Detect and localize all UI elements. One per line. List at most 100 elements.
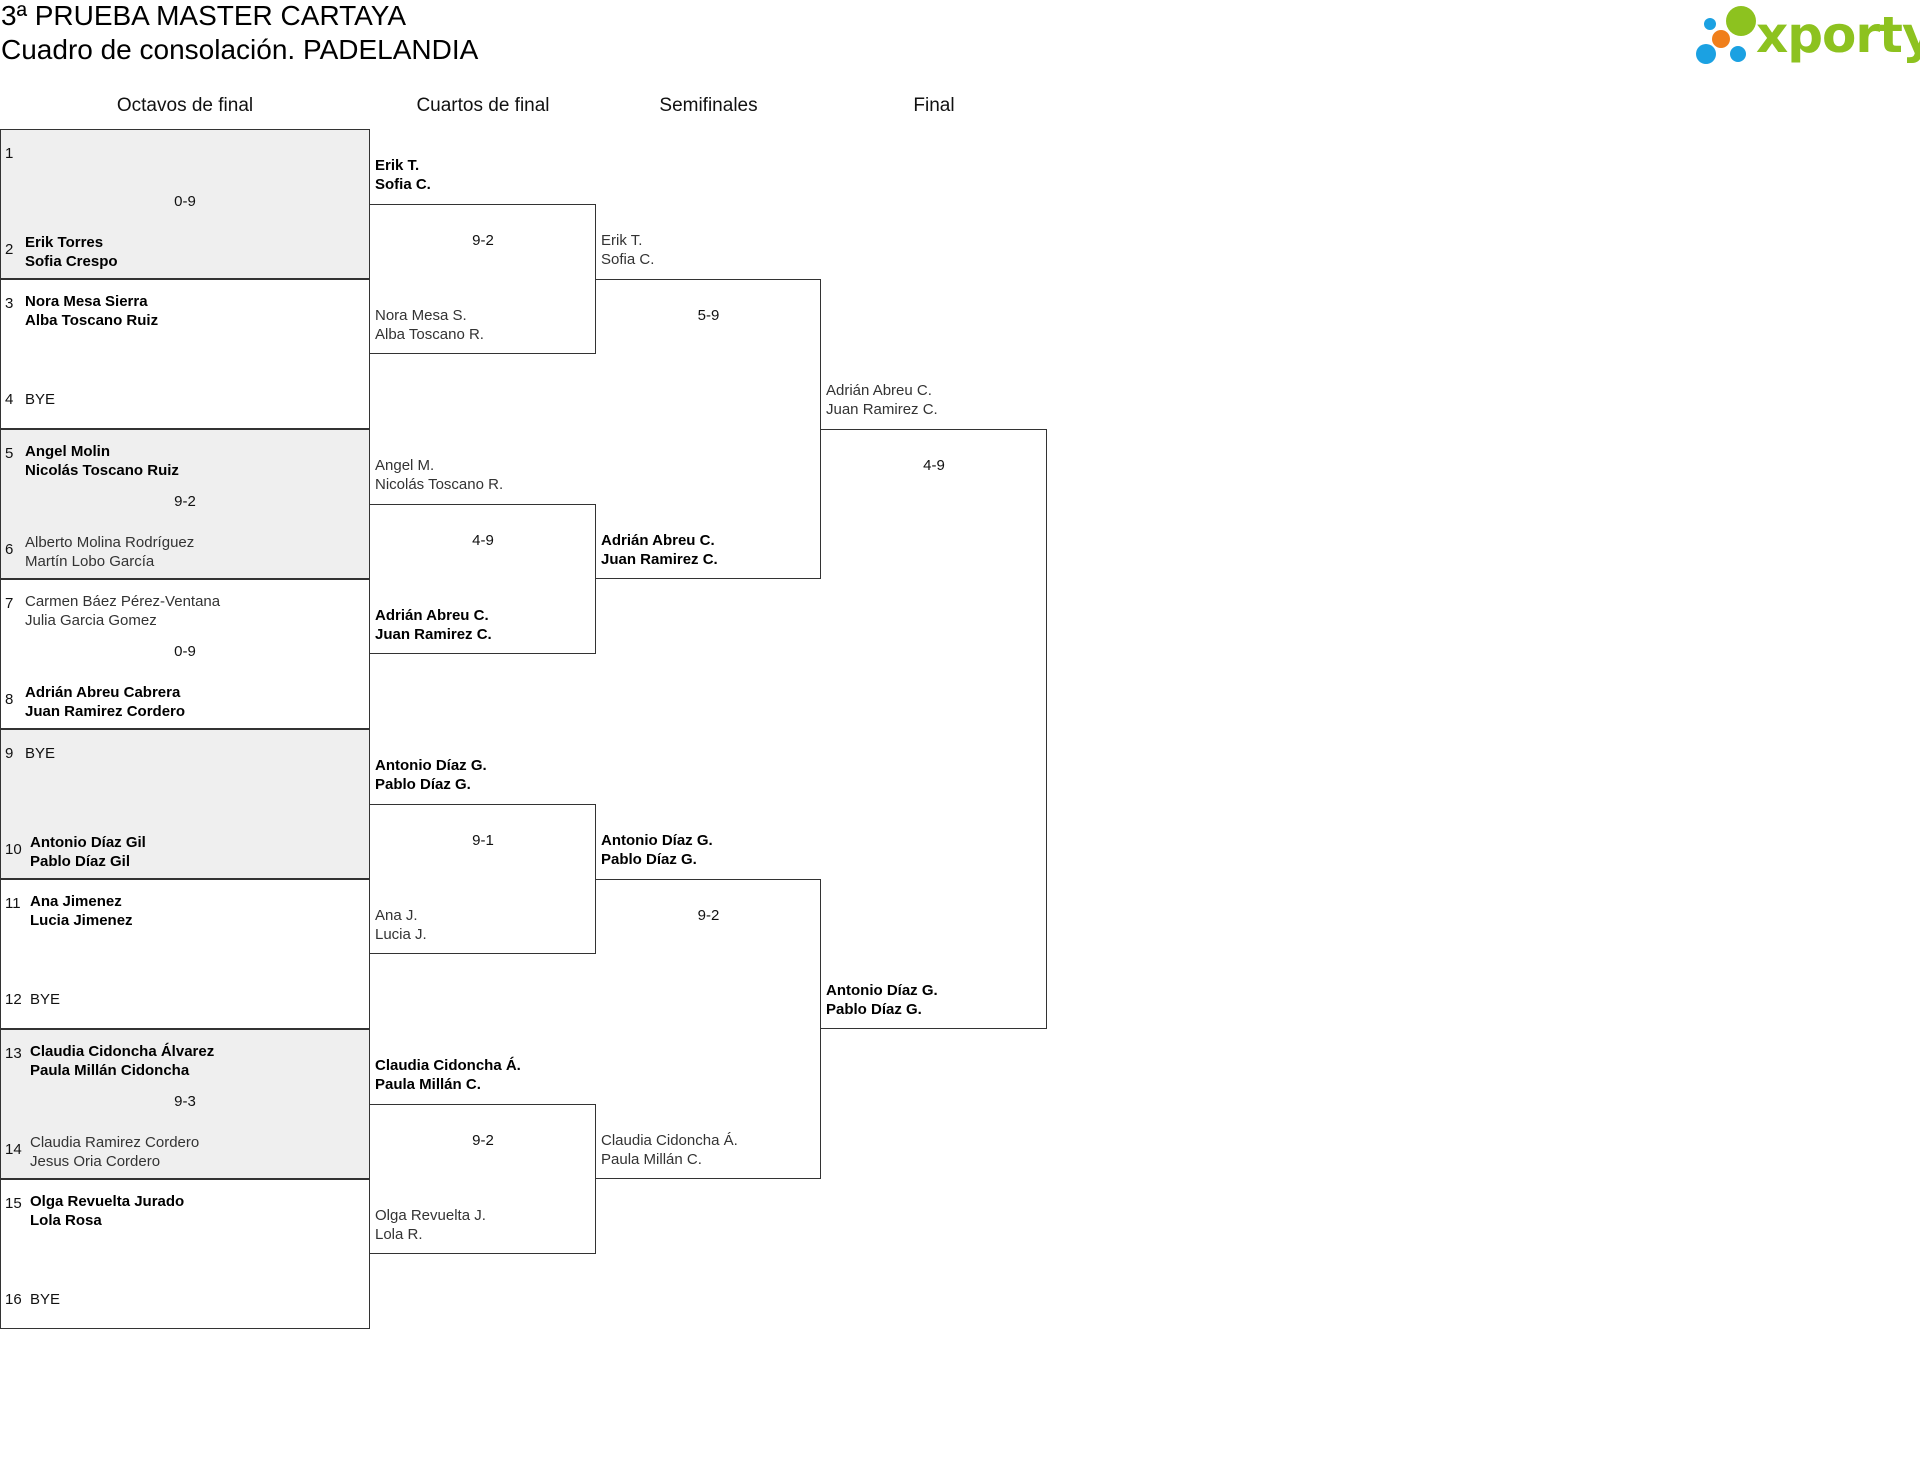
player-name: Ana J. xyxy=(375,907,418,924)
seed-number: 5 xyxy=(5,445,14,462)
player-name: Alba Toscano R. xyxy=(375,326,484,343)
player-name: Sofia C. xyxy=(375,176,431,193)
player-name: Olga Revuelta J. xyxy=(375,1207,486,1224)
player-name: Erik T. xyxy=(375,157,420,174)
match-box-octavos xyxy=(0,879,370,1029)
player-pair: Antonio Díaz G. Pablo Díaz G. xyxy=(826,981,938,1019)
bye-label: BYE xyxy=(25,391,56,408)
match-score: 9-3 xyxy=(174,1093,196,1110)
match-score: 4-9 xyxy=(923,457,945,474)
player-name: Ana Jimenez xyxy=(30,893,122,910)
match-box-octavos xyxy=(0,1029,370,1179)
bye-label: BYE xyxy=(30,991,61,1008)
logo-dot-orange xyxy=(1712,30,1730,48)
player-name: Juan Ramirez Cordero xyxy=(25,703,186,720)
player-name: Pablo Díaz G. xyxy=(826,1001,922,1018)
seed-number: 12 xyxy=(5,991,22,1008)
player-name: Lola R. xyxy=(375,1226,423,1243)
round-header: Final xyxy=(913,95,955,116)
player-pair: Erik T.Sofia C. xyxy=(601,231,654,269)
seed-number: 7 xyxy=(5,595,14,612)
bye-label: BYE xyxy=(25,745,56,762)
player-pair: Antonio Díaz G. Pablo Díaz G. xyxy=(601,831,713,869)
player-name: Antonio Díaz G. xyxy=(601,832,713,849)
match-box-semifinales xyxy=(596,879,821,1179)
player-name: Erik Torres xyxy=(25,234,104,251)
player-name: Pablo Díaz G. xyxy=(601,851,697,868)
seed-number: 16 xyxy=(5,1291,22,1308)
player-name: Adrián Abreu C. xyxy=(826,382,932,399)
logo-dot-blue-large xyxy=(1696,44,1716,64)
player-name: Carmen Báez Pérez-Ventana xyxy=(25,593,221,610)
player-name: Lucia Jimenez xyxy=(30,912,133,929)
player-name: Claudia Cidoncha Álvarez xyxy=(30,1043,215,1060)
page-title: 3ª PRUEBA MASTER CARTAYA xyxy=(1,0,407,31)
player-pair: Ana J. Lucia J. xyxy=(375,906,427,944)
seed-number: 15 xyxy=(5,1195,22,1212)
player-name: Nora Mesa Sierra xyxy=(25,293,148,310)
match-box-octavos xyxy=(0,279,370,429)
player-name: Erik T. xyxy=(601,232,643,249)
player-name: Nora Mesa S. xyxy=(375,307,467,324)
player-pair: Claudia Cidoncha Á.Paula Millán C. xyxy=(601,1131,738,1169)
player-name: Adrián Abreu C. xyxy=(375,607,489,624)
match-box-octavos xyxy=(0,729,370,879)
player-pair: Adrián Abreu C.Juan Ramirez C. xyxy=(601,531,718,569)
logo-dot-blue-mid xyxy=(1730,46,1746,62)
player-name: Angel M. xyxy=(375,457,435,474)
player-name: Juan Ramirez C. xyxy=(826,401,938,418)
player-name: Lucia J. xyxy=(375,926,427,943)
match-box-final xyxy=(821,429,1047,1029)
seed-number: 3 xyxy=(5,295,14,312)
player-name: Pablo Díaz G. xyxy=(375,776,471,793)
match-box-octavos xyxy=(0,579,370,729)
player-pair: Adrián Abreu C. Juan Ramirez C. xyxy=(826,381,938,419)
player-name: Paula Millán C. xyxy=(375,1076,481,1093)
seed-number: 1 xyxy=(5,145,14,162)
player-name: Angel Molin xyxy=(25,443,110,460)
player-name: Juan Ramirez C. xyxy=(375,626,492,643)
player-name: Olga Revuelta Jurado xyxy=(30,1193,185,1210)
player-name: Paula Millán Cidoncha xyxy=(30,1062,190,1079)
round-header: Cuartos de final xyxy=(416,95,550,116)
player-pair: Angel M.Nicolás Toscano R. xyxy=(375,456,503,494)
round-header: Semifinales xyxy=(659,95,758,116)
player-name: Claudia Cidoncha Á. xyxy=(601,1132,738,1149)
player-pair: Nora Mesa S. Alba Toscano R. xyxy=(375,306,484,344)
player-name: Antonio Díaz G. xyxy=(826,982,938,999)
logo-dot-green xyxy=(1726,6,1756,36)
player-name: Adrián Abreu Cabrera xyxy=(25,684,181,701)
player-name: Antonio Díaz G. xyxy=(375,757,487,774)
match-score: 9-2 xyxy=(174,493,196,510)
match-score: 9-2 xyxy=(472,1132,494,1149)
logo-dot-blue-small xyxy=(1704,18,1716,30)
player-pair: Claudia Cidoncha Á.Paula Millán C. xyxy=(375,1056,521,1094)
seed-number: 2 xyxy=(5,241,14,258)
player-name: Juan Ramirez C. xyxy=(601,551,718,568)
player-name: Pablo Díaz Gil xyxy=(30,853,131,870)
match-score: 0-9 xyxy=(174,643,196,660)
player-name: Martín Lobo García xyxy=(25,553,155,570)
match-box-cuartos xyxy=(370,1104,596,1254)
seed-number: 11 xyxy=(5,895,21,912)
player-name: Alberto Molina Rodríguez xyxy=(25,534,195,551)
player-name: Alba Toscano Ruiz xyxy=(25,312,159,329)
round-header: Octavos de final xyxy=(116,95,254,116)
xporty-logo: xporty xyxy=(1696,0,1920,68)
match-box-cuartos xyxy=(370,504,596,654)
match-score: 5-9 xyxy=(697,307,720,324)
match-box-octavos xyxy=(0,429,370,579)
match-box-cuartos xyxy=(370,204,596,354)
seed-number: 13 xyxy=(5,1045,22,1062)
match-score: 0-9 xyxy=(174,193,196,210)
seed-number: 10 xyxy=(5,841,22,858)
match-score: 4-9 xyxy=(472,532,494,549)
